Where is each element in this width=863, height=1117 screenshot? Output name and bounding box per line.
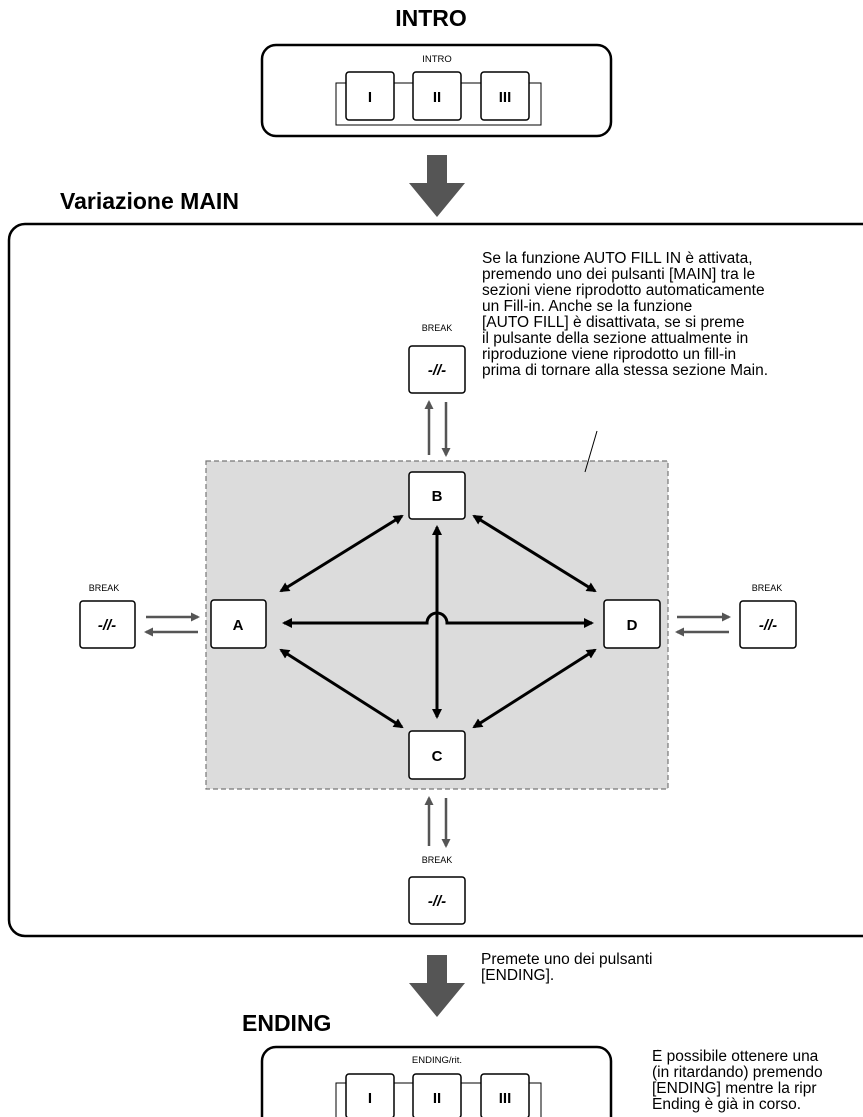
break-label-right: BREAK [752,583,783,593]
section-button-a[interactable]: A [210,599,267,649]
arrow-c-d [472,648,597,729]
break-group-left: BREAK -//- [79,583,200,649]
break-button-bottom[interactable]: -//- [408,876,466,925]
intro-button-i[interactable]: I [345,71,395,121]
intro-button-ii-label: II [433,89,441,106]
section-button-d-label: D [627,617,638,634]
main-title: Variazione MAIN [60,188,239,214]
ending-button-i-label: I [368,1090,372,1107]
break-label-top: BREAK [422,323,453,333]
intro-button-ii[interactable]: II [412,71,462,121]
break-group-right: BREAK -//- [675,583,797,649]
section-button-b-label: B [432,488,443,505]
break-symbol-bottom: -//- [428,893,446,910]
ending-button-iii[interactable]: III [480,1073,530,1117]
break-symbol-left: -//- [98,617,116,634]
intro-button-i-label: I [368,89,372,106]
break-symbol-right: -//- [759,617,777,634]
ending-button-i[interactable]: I [345,1073,395,1117]
intro-button-iii-label: III [499,89,512,106]
auto-fill-note: Se la funzione AUTO FILL IN è attivata, … [482,250,769,379]
intro-title: INTRO [395,5,467,31]
section-button-c-label: C [432,748,443,765]
section-arrows [279,514,597,729]
ritardando-note: È possibile ottenere una (in ritardando)… [652,1049,823,1113]
break-button-right[interactable]: -//- [739,600,797,649]
break-button-left[interactable]: -//- [79,600,136,649]
arrow-b-d [472,514,597,593]
ending-panel-label: ENDING/rit. [412,1055,462,1066]
note-pointer-line [584,430,598,473]
ending-button-iii-label: III [499,1090,512,1107]
break-symbol-top: -//- [428,362,446,379]
ending-button-ii-label: II [433,1090,441,1107]
flow-arrow-intro-to-main [409,155,465,217]
ending-panel: ENDING/rit. I II III [260,1045,613,1117]
section-button-a-label: A [233,617,244,634]
section-button-d[interactable]: D [603,599,661,649]
arrow-a-d [282,611,594,628]
break-group-bottom: BREAK -//- [408,796,466,925]
flow-arrow-main-to-ending [409,955,465,1017]
ending-button-ii[interactable]: II [412,1073,462,1117]
intro-button-iii[interactable]: III [480,71,530,121]
intro-panel-label: INTRO [422,54,452,65]
section-button-c[interactable]: C [408,730,466,780]
break-group-top: BREAK -//- [408,323,466,457]
ending-title: ENDING [242,1010,331,1036]
break-label-bottom: BREAK [422,855,453,865]
break-button-top[interactable]: -//- [408,345,466,394]
ending-press-note: Premete uno dei pulsanti [ENDING]. [481,951,653,984]
break-label-left: BREAK [89,583,120,593]
arrow-a-c [279,648,404,729]
arrow-a-b [279,514,404,593]
section-button-b[interactable]: B [408,471,466,520]
intro-panel: INTRO I II III [260,43,613,138]
